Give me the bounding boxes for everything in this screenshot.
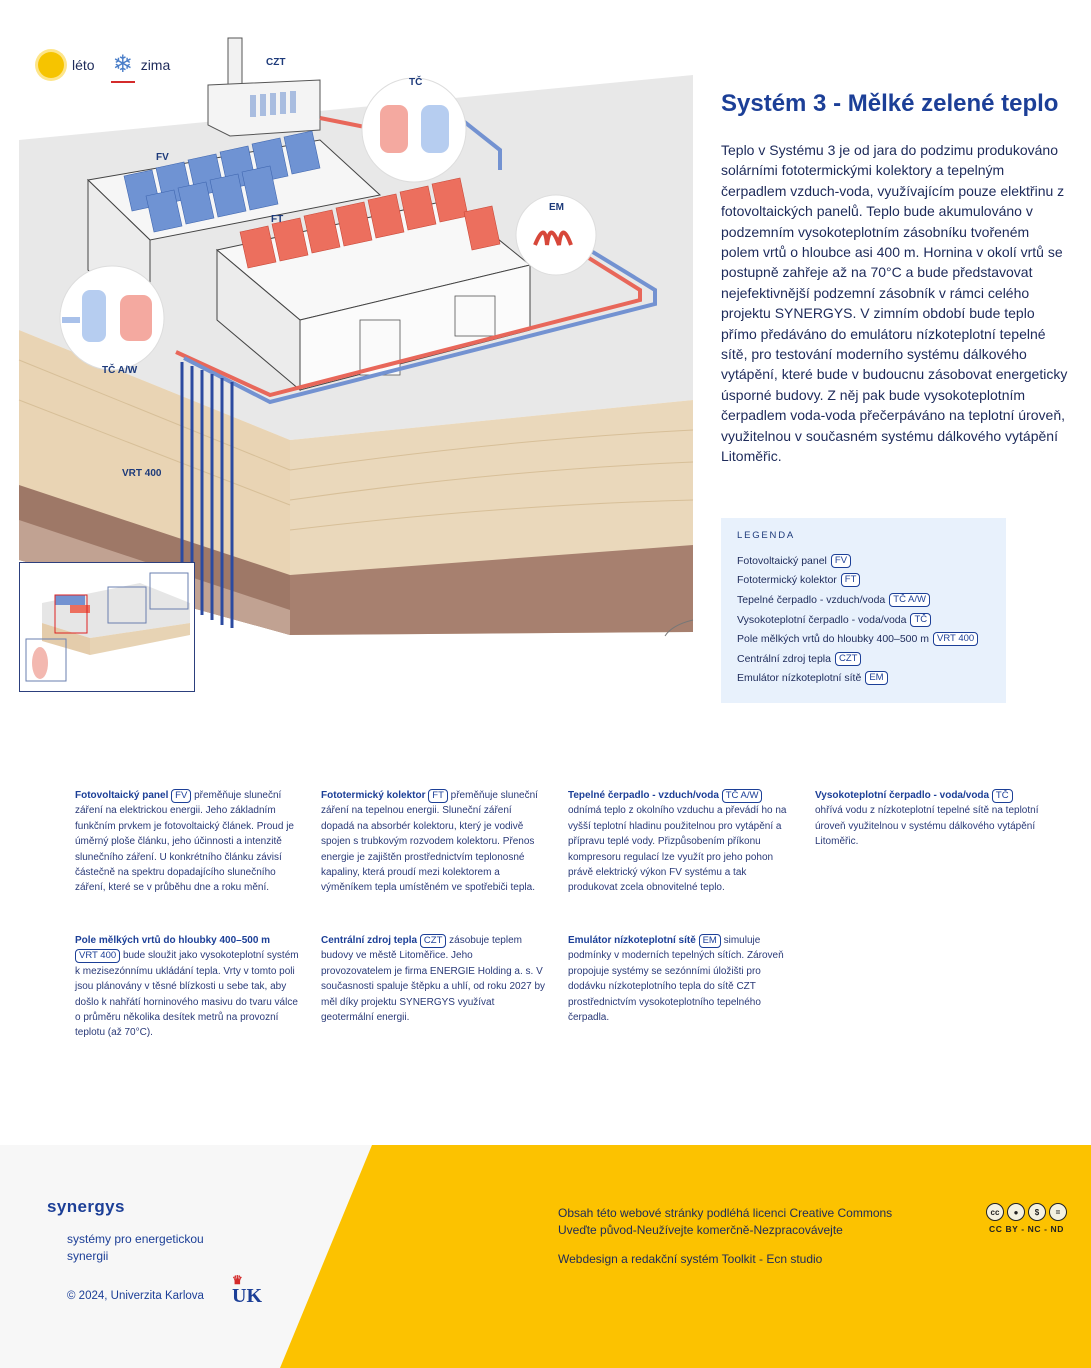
copyright: © 2024, Univerzita Karlova xyxy=(67,1290,204,1302)
description-ft: Fototermický kolektor FT přeměňuje slune… xyxy=(321,789,538,894)
snowflake-icon: ❄ xyxy=(110,51,135,83)
noderivatives-icon: = xyxy=(1049,1203,1067,1221)
page-title: Systém 3 - Mělké zelené teplo xyxy=(721,90,1059,117)
article-body: Teplo v Systému 3 je od jara do podzimu … xyxy=(721,142,1068,465)
label-tcaw: TČ A/W xyxy=(102,365,138,376)
description-tcaw: Tepelné čerpadlo - vzduch/voda TČ A/W od… xyxy=(568,789,787,894)
label-ft: FT xyxy=(271,214,284,225)
minimap-thumbnail xyxy=(25,572,190,682)
brand-tagline: systémy pro energetickou synergii xyxy=(67,1232,204,1263)
legend-tag: TČ A/W xyxy=(889,592,930,607)
legend-tag: TČ xyxy=(910,612,932,627)
label-tc: TČ xyxy=(409,77,423,88)
season-summer-label: léto xyxy=(72,57,95,73)
fv-panels xyxy=(123,130,321,233)
webdesign-credit[interactable]: Webdesign a redakční systém Toolkit - Ec… xyxy=(558,1252,823,1266)
brand-logo[interactable]: synergys xyxy=(47,1197,125,1216)
uk-logo[interactable]: ♛UK xyxy=(232,1273,262,1307)
cc-labels: CC BY - NC - ND xyxy=(989,1224,1064,1234)
label-em: EM xyxy=(549,202,564,213)
footer-background xyxy=(280,1145,1091,1368)
footer: synergys systémy pro energetickou synerg… xyxy=(0,1145,1091,1368)
legend-title: LEGENDA xyxy=(737,530,796,541)
description-em: Emulátor nízkoteplotní sítě EM simuluje … xyxy=(568,934,784,1024)
label-czt: CZT xyxy=(266,57,286,68)
season-summer-option[interactable]: léto xyxy=(38,52,95,78)
legend-tag: EM xyxy=(865,671,888,686)
description-fv: Fotovoltaický panel FV přeměňuje slunečn… xyxy=(75,789,294,894)
legend-tag: FV xyxy=(830,553,852,568)
description-tc: Vysokoteplotní čerpadlo - voda/voda TČ o… xyxy=(815,789,1039,848)
ft-collectors xyxy=(239,177,501,269)
cc-license-badge[interactable]: cc ● $ = xyxy=(986,1203,1067,1221)
sun-icon xyxy=(38,52,64,78)
attribution-icon: ● xyxy=(1007,1203,1025,1221)
season-winter-label: zima xyxy=(140,57,171,73)
license-text: Obsah této webové stránky podléhá licenc… xyxy=(558,1206,893,1237)
description-czt: Centrální zdroj tepla CZT zásobuje teple… xyxy=(321,934,546,1024)
description-vrt: Pole mělkých vrtů do hloubky 400–500 m V… xyxy=(75,935,299,1039)
crown-icon: ♛ xyxy=(232,1273,243,1287)
system-illustration: léto ❄ zima CZT TČ FV FT EM TČ A/W VRT 4… xyxy=(0,0,700,700)
season-toggle: léto ❄ zima xyxy=(38,51,171,83)
tc-bubble xyxy=(361,77,467,183)
legend-tag: FT xyxy=(840,573,861,588)
article: Systém 3 - Mělké zelené teplo Teplo v Sy… xyxy=(721,88,1071,467)
label-vrt: VRT 400 xyxy=(122,468,162,479)
boreholes xyxy=(180,362,234,628)
noncommercial-icon: $ xyxy=(1028,1203,1046,1221)
cc-icon: cc xyxy=(986,1203,1004,1221)
legend-tag: VRT 400 xyxy=(933,632,979,647)
legend-tag: CZT xyxy=(834,651,862,666)
label-fv: FV xyxy=(156,152,169,163)
season-winter-option[interactable]: ❄ zima xyxy=(110,51,171,83)
deep-rock-right xyxy=(290,545,693,635)
minimap[interactable] xyxy=(19,562,195,692)
